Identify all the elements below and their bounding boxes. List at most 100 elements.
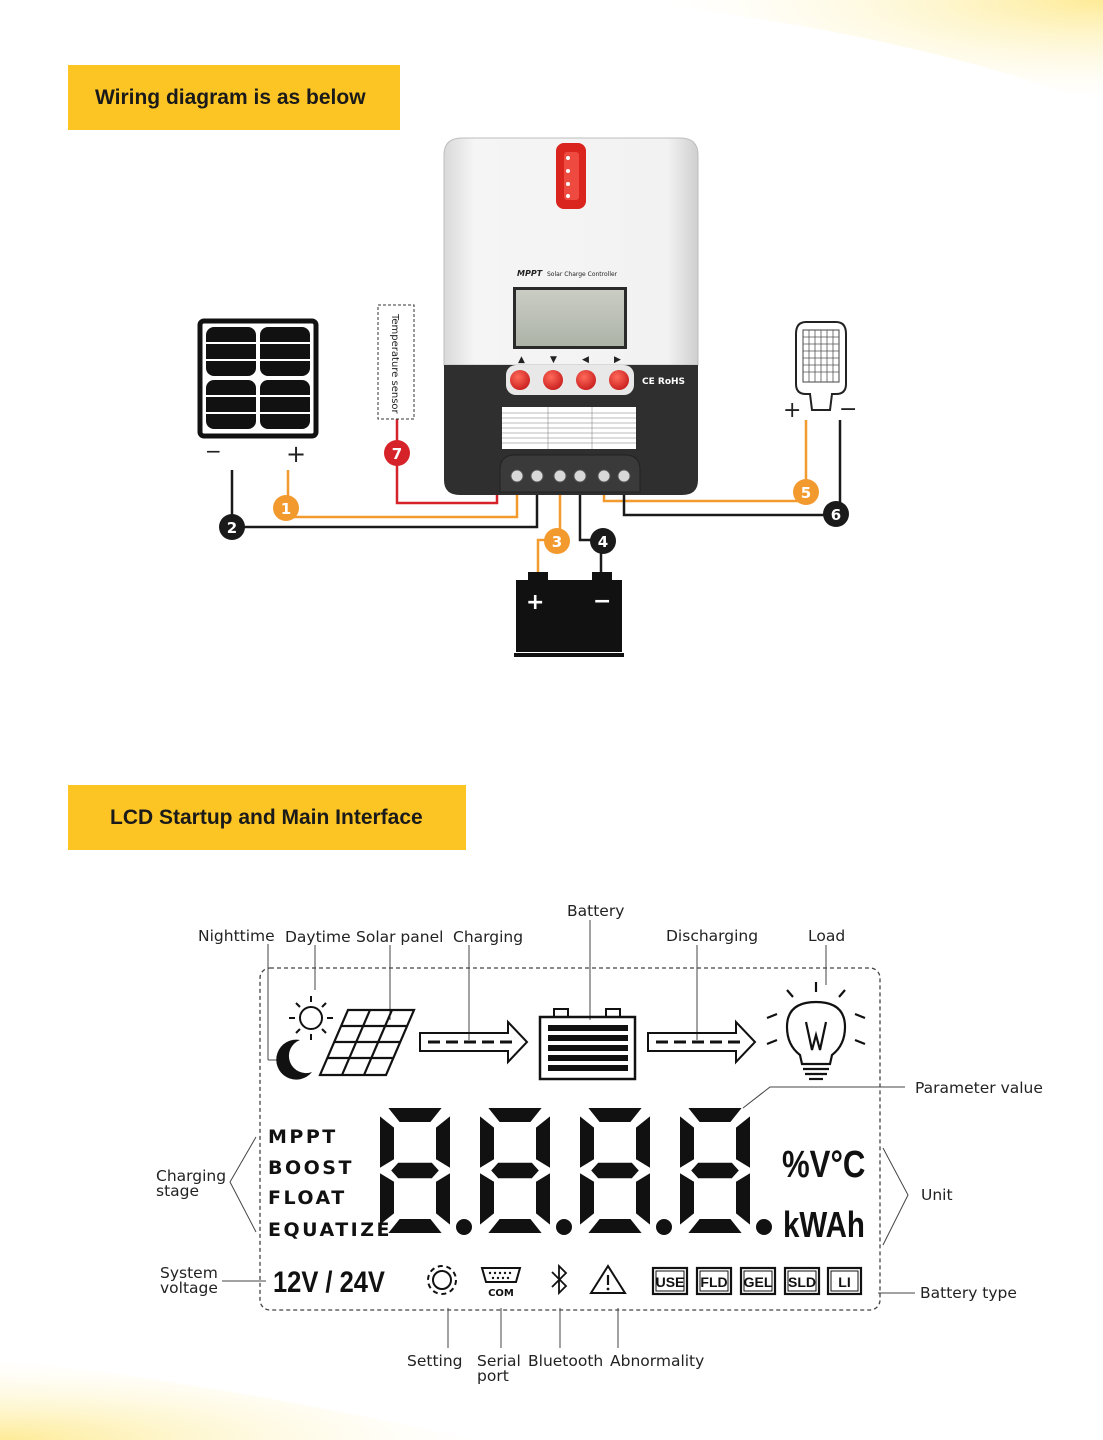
battery-type-label: LI — [838, 1274, 850, 1290]
digit-segment — [736, 1173, 750, 1225]
lcd-frame — [259, 967, 881, 1311]
battery-type-fld: FLD — [695, 1266, 733, 1296]
controller-lcd — [516, 290, 624, 346]
digit-segment — [680, 1116, 694, 1168]
label-battery-type: Battery type — [920, 1284, 1017, 1302]
battery-type-frame — [826, 1266, 863, 1296]
digit-segment — [488, 1219, 542, 1233]
label-serial-port-line1: Serial — [477, 1352, 521, 1370]
digit-segment — [380, 1173, 394, 1225]
digit-segment — [491, 1162, 539, 1179]
label-charging-stage-line2: stage — [156, 1182, 199, 1200]
stage-mppt: MPPT — [268, 1126, 338, 1148]
svg-text:4: 4 — [598, 533, 608, 551]
lcd-load-bulb-icon — [766, 982, 866, 1081]
digit-segment — [680, 1173, 694, 1225]
wire-black-load-minus — [622, 420, 842, 517]
battery-type-gel: GEL — [739, 1266, 777, 1296]
battery-type-label: USE — [656, 1274, 685, 1290]
digit-3 — [580, 1108, 672, 1235]
serial-port-icon: COM — [480, 1267, 522, 1299]
battery-type-inner-frame — [655, 1270, 685, 1292]
marker-4: 4 — [590, 528, 616, 554]
terminals — [510, 469, 631, 483]
svg-text:5: 5 — [801, 484, 811, 502]
label-discharging: Discharging — [666, 927, 758, 945]
stage-float: FLOAT — [268, 1187, 347, 1209]
cert-marks: CE RoHS — [642, 377, 685, 387]
digit-segment — [388, 1108, 442, 1122]
label-parameter-value: Parameter value — [915, 1079, 1043, 1097]
battery-type-inner-frame — [830, 1270, 859, 1292]
leader-lines — [222, 920, 915, 1348]
digit-segment — [691, 1162, 739, 1179]
digit-segment — [436, 1116, 450, 1168]
svg-text:1: 1 — [281, 500, 291, 518]
battery-type-frame — [739, 1266, 777, 1296]
digit-segment — [736, 1116, 750, 1168]
wire-orange-panel-plus — [286, 470, 519, 519]
svg-text:7: 7 — [392, 445, 402, 463]
wiring-diagram-title-text: Wiring diagram is as below — [95, 85, 366, 109]
marker-2: 2 — [219, 514, 245, 540]
digit-segment — [591, 1162, 639, 1179]
load-bulb-icon — [795, 321, 847, 411]
digit-segment — [688, 1219, 742, 1233]
lcd-interface-title-text: LCD Startup and Main Interface — [110, 805, 423, 829]
button-left-label: ◀ — [582, 355, 589, 365]
digit-segment — [380, 1116, 394, 1168]
label-setting: Setting — [407, 1352, 463, 1370]
button-right[interactable] — [609, 370, 629, 390]
system-voltage-value: 12V / 24V — [273, 1265, 385, 1298]
digit-segment — [636, 1116, 650, 1168]
digit-segment — [391, 1162, 439, 1179]
svg-text:3: 3 — [552, 533, 562, 551]
battery-plus-sign: + — [526, 590, 544, 615]
moon-icon — [276, 1039, 312, 1080]
controller-brand: MPPT — [517, 269, 543, 278]
discharging-arrow-icon — [647, 1019, 757, 1065]
battery-type-frame — [651, 1266, 689, 1296]
digit-segment — [588, 1108, 642, 1122]
digit-segment — [488, 1108, 542, 1122]
decimal-point — [656, 1219, 672, 1235]
wire-black-panel-minus — [230, 470, 539, 529]
marker-3: 3 — [544, 528, 570, 554]
battery-type-use: USE — [651, 1266, 689, 1296]
wiring-diagram-title: Wiring diagram is as below — [68, 65, 400, 130]
temperature-sensor-label: Temperature sensor — [389, 313, 400, 415]
button-right-label: ▶ — [614, 355, 621, 365]
button-up[interactable] — [510, 370, 530, 390]
solar-panel-icon — [197, 318, 319, 439]
label-unit: Unit — [921, 1186, 953, 1204]
label-nighttime: Nighttime — [198, 927, 275, 945]
button-up-label: ▲ — [518, 355, 525, 365]
load-plus-sign: + — [783, 398, 801, 423]
label-abnormality: Abnormality — [610, 1352, 704, 1370]
battery-type-label: FLD — [700, 1274, 727, 1290]
digit-segment — [480, 1116, 494, 1168]
battery-type-inner-frame — [787, 1270, 817, 1292]
svg-text:6: 6 — [831, 506, 841, 524]
battery-icon — [514, 572, 624, 657]
label-charging-stage-line1: Charging — [156, 1167, 226, 1185]
battery-type-sld: SLD — [783, 1266, 821, 1296]
unit-kwah: kWAh — [783, 1204, 865, 1244]
decimal-point — [456, 1219, 472, 1235]
digit-4 — [680, 1108, 772, 1235]
battery-type-frame — [783, 1266, 821, 1296]
bluetooth-icon — [551, 1263, 568, 1296]
battery-type-frame — [695, 1266, 733, 1296]
lcd-interface-title: LCD Startup and Main Interface — [68, 785, 466, 850]
button-left[interactable] — [576, 370, 596, 390]
stage-equatize: EQUATIZE — [268, 1219, 392, 1241]
mppt-controller: MPPT Solar Charge Controller ▲ ▼ ◀ ▶ CE … — [443, 137, 699, 495]
marker-7: 7 — [384, 440, 410, 466]
lcd-battery-icon — [538, 1008, 637, 1081]
button-down[interactable] — [543, 370, 563, 390]
label-bluetooth: Bluetooth — [528, 1352, 603, 1370]
lcd-solar-panel-icon — [318, 1008, 416, 1077]
digit-segment — [388, 1219, 442, 1233]
svg-text:2: 2 — [227, 519, 237, 537]
